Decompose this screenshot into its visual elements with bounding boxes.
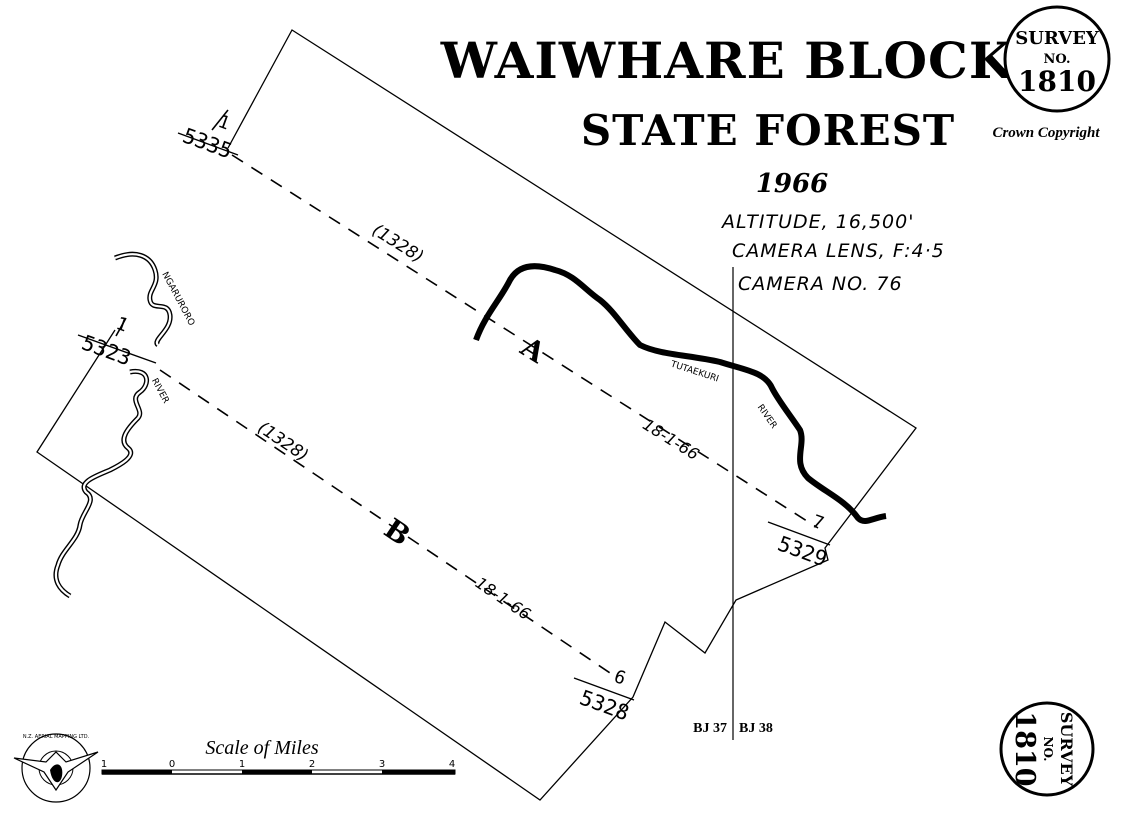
run-a-letter: A — [514, 330, 552, 371]
run-b-end-rule — [573, 677, 635, 701]
camera-lens-text: CAMERA LENS, F:4·5 — [732, 240, 945, 262]
run-b-end-number: 5328 — [577, 685, 633, 725]
flight-line-a — [231, 154, 819, 529]
tutaekuri-river — [473, 263, 887, 524]
scale-tick-2: 2 — [309, 759, 315, 770]
tutaekuri-river-inner — [474, 264, 887, 523]
title-year: 1966 — [756, 169, 828, 199]
run-a-start-frame: 1 — [215, 111, 232, 134]
scale-bar: Scale of Miles 1 0 1 2 3 4 — [101, 737, 456, 775]
survey-badge-top-no: NO. — [1044, 52, 1071, 67]
title-line2: STATE FOREST — [581, 106, 955, 155]
run-b-date: 18-1-66 — [472, 573, 534, 624]
scale-tick-1-left: 1 — [101, 759, 107, 770]
scale-title: Scale of Miles — [205, 737, 319, 759]
scale-tick-3: 3 — [379, 759, 385, 770]
aerial-mapping-logo: N.Z. AERIAL MAPPING LTD. — [13, 733, 99, 803]
altitude-text: ALTITUDE, 16,500' — [720, 211, 914, 233]
sheet-right-label: BJ 38 — [739, 721, 773, 736]
ngaruroro-river-lower-inner — [54, 370, 148, 597]
ngaruroro-label: NGARURORO — [159, 270, 196, 327]
logo-text: N.Z. AERIAL MAPPING LTD. — [23, 734, 90, 740]
forest-boundary — [36, 29, 917, 801]
survey-badge-bottom: SURVEY NO. 1810 — [999, 701, 1095, 797]
scale-tick-1: 1 — [239, 759, 245, 770]
survey-badge-bottom-label: SURVEY — [1057, 712, 1076, 787]
survey-badge-bottom-number: 1810 — [1009, 711, 1040, 786]
scale-tick-0: 0 — [169, 759, 175, 770]
run-a-start-rule — [177, 132, 239, 156]
survey-badge-top-number: 1810 — [1018, 65, 1096, 98]
run-a-end-number: 5329 — [775, 531, 831, 571]
run-a-end-rule — [767, 521, 831, 546]
ngaruroro-river-label: RIVER — [149, 377, 171, 406]
run-a-date: 18-1-66 — [639, 415, 702, 464]
ngaruroro-river-inner — [114, 253, 172, 346]
run-b-end-frame: 6 — [611, 666, 628, 689]
survey-badge-top-label: SURVEY — [1015, 28, 1100, 49]
run-b-start-frame: 1 — [113, 313, 130, 336]
camera-number-text: CAMERA NO. 76 — [738, 273, 903, 295]
run-b-letter: B — [378, 512, 416, 553]
survey-badge-top: SURVEY NO. 1810 — [1003, 5, 1111, 113]
survey-badge-bottom-no: NO. — [1041, 737, 1055, 762]
title-line1: WAIWHARE BLOCK — [440, 31, 1014, 90]
run-a-start-tick — [211, 109, 229, 131]
run-a-end-frame: 7 — [809, 511, 826, 534]
run-b-start-rule — [77, 334, 157, 364]
run-b-start-tick — [115, 317, 127, 337]
sheet-left-label: BJ 37 — [693, 721, 727, 736]
ngaruroro-river-lower — [53, 368, 149, 599]
tutaekuri-river-label: RIVER — [755, 403, 779, 431]
run-b-height: (1328) — [254, 418, 312, 466]
run-b-start-number: 5323 — [79, 330, 135, 370]
scale-tick-4: 4 — [449, 759, 455, 770]
crown-copyright: Crown Copyright — [992, 125, 1100, 141]
